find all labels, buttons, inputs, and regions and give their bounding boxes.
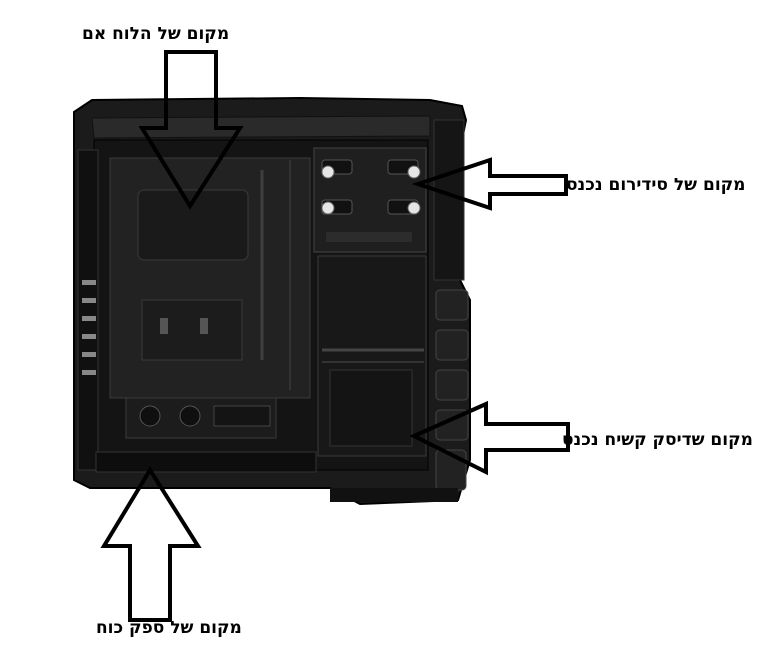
case-top-rim [91,115,431,139]
arrow-left-optical-drive [411,157,568,211]
label-hard-disk: מקום שדיסק קשיח נכנס [562,430,753,450]
psu-bay [95,397,317,473]
hard-disk-bays [317,255,427,457]
optical-drive-bays [313,147,427,253]
arrow-down-motherboard [138,50,244,210]
motherboard-tray [109,157,311,399]
arrow-left-hard-disk [409,400,570,476]
front-bezel [433,119,469,491]
pc-case-photo [73,96,471,506]
rear-expansion-slots [77,149,99,471]
case-foot-front [330,488,458,502]
label-optical-drive: מקום של סידירום נכנס [566,175,746,195]
label-motherboard: מקום של הלוח אם [82,24,230,44]
label-power-supply: מקום של ספק כוח [96,618,242,638]
arrow-up-power-supply [100,466,202,622]
